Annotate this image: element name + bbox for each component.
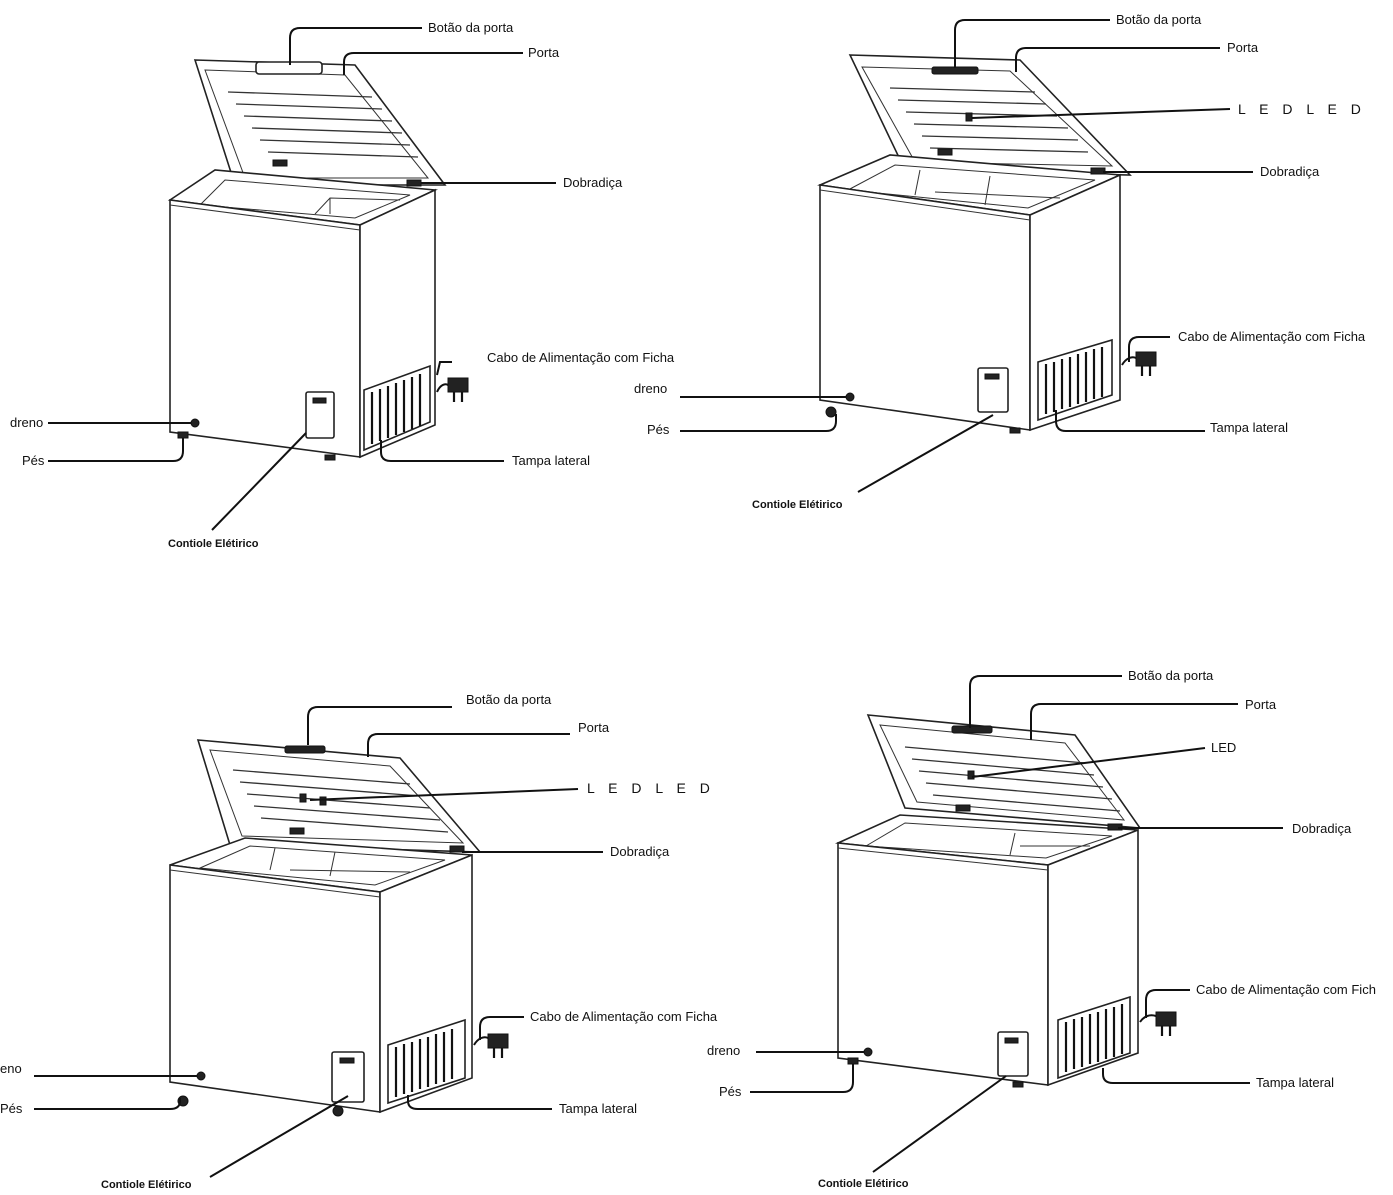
label-door-1: Porta	[528, 45, 560, 60]
label-drain-1: dreno	[10, 415, 43, 430]
freezer-illustration-1	[167, 59, 469, 461]
leader-feet-4	[750, 1064, 854, 1093]
label-drain-2: dreno	[634, 381, 667, 396]
leader-door-3	[367, 733, 570, 757]
label-hinge-2: Dobradiça	[1260, 164, 1320, 179]
label-feet-3: Pés	[0, 1101, 23, 1116]
label-door-3: Porta	[578, 720, 610, 735]
label-led-3: L E D L E D	[587, 780, 715, 796]
label-electric-control-4: Contiole Elétirico	[818, 1178, 909, 1190]
leader-feet-1	[48, 438, 184, 462]
leader-door-button-1	[289, 27, 422, 65]
label-side-cover-4: Tampa lateral	[1256, 1075, 1334, 1090]
label-power-cable-4: Cabo de Alimentação com Fich	[1196, 982, 1376, 997]
label-feet-4: Pés	[719, 1084, 742, 1099]
label-side-cover-2: Tampa lateral	[1210, 420, 1288, 435]
leader-led-2	[971, 108, 1231, 119]
leader-door-button-2	[954, 19, 1110, 68]
label-door-button-3: Botão da porta	[466, 692, 552, 707]
label-side-cover-1: Tampa lateral	[512, 453, 590, 468]
leader-side-cover-2	[1055, 410, 1205, 432]
leader-door-4	[1030, 703, 1238, 740]
label-power-cable-1: Cabo de Alimentação com Ficha	[487, 350, 675, 365]
leader-electric-control-1	[211, 432, 307, 531]
leader-power-cable-3	[479, 1016, 524, 1040]
leader-power-cable-2	[1128, 336, 1170, 362]
label-power-cable-2: Cabo de Alimentação com Ficha	[1178, 329, 1366, 344]
leader-side-cover-3	[407, 1095, 552, 1110]
label-side-cover-3: Tampa lateral	[559, 1101, 637, 1116]
leader-electric-control-4	[872, 1075, 1007, 1173]
leader-electric-control-3	[209, 1095, 349, 1178]
label-door-button-1: Botão da porta	[428, 20, 514, 35]
label-drain-3: eno	[0, 1061, 22, 1076]
leader-door-button-3	[307, 706, 452, 745]
label-electric-control-2: Contiole Elétirico	[752, 499, 843, 511]
leader-feet-3	[34, 1098, 181, 1110]
leader-door-2	[1015, 47, 1220, 72]
label-feet-1: Pés	[22, 453, 45, 468]
label-hinge-4: Dobradiça	[1292, 821, 1352, 836]
label-drain-4: dreno	[707, 1043, 740, 1058]
label-door-button-2: Botão da porta	[1116, 12, 1202, 27]
label-door-4: Porta	[1245, 697, 1277, 712]
leader-led-3	[309, 788, 579, 801]
label-led-4: LED	[1211, 740, 1236, 755]
leader-led-4	[971, 747, 1206, 778]
leader-feet-2	[680, 414, 837, 432]
freezer-diagram-2: Botão da porta Porta L E D L E D Dobradi…	[634, 12, 1366, 511]
freezer-diagram-3: Botão da porta Porta L E D L E D Dobradi…	[0, 692, 718, 1191]
leader-electric-control-2	[857, 414, 994, 493]
label-hinge-3: Dobradiça	[610, 844, 670, 859]
leader-power-cable-4	[1145, 989, 1190, 1018]
leader-side-cover-4	[1102, 1068, 1250, 1084]
freezer-illustration-2	[817, 54, 1157, 434]
label-door-button-4: Botão da porta	[1128, 668, 1214, 683]
leader-side-cover-1	[380, 440, 504, 462]
label-door-2: Porta	[1227, 40, 1259, 55]
label-hinge-1: Dobradiça	[563, 175, 623, 190]
leader-door-1	[343, 52, 523, 75]
freezer-illustration-3	[169, 739, 509, 1117]
freezer-diagram-1: Botão da porta Porta Dobradiça Cabo de A…	[10, 20, 675, 550]
label-led-2: L E D L E D	[1238, 101, 1366, 117]
label-electric-control-1: Contiole Elétirico	[168, 538, 259, 550]
leader-door-button-4	[969, 675, 1122, 728]
label-power-cable-3: Cabo de Alimentação com Ficha	[530, 1009, 718, 1024]
label-feet-2: Pés	[647, 422, 670, 437]
freezer-diagram-4: Botão da porta Porta LED Dobradiça Cabo …	[707, 668, 1376, 1190]
label-electric-control-3: Contiole Elétirico	[101, 1179, 192, 1191]
freezer-illustration-4	[834, 714, 1177, 1088]
